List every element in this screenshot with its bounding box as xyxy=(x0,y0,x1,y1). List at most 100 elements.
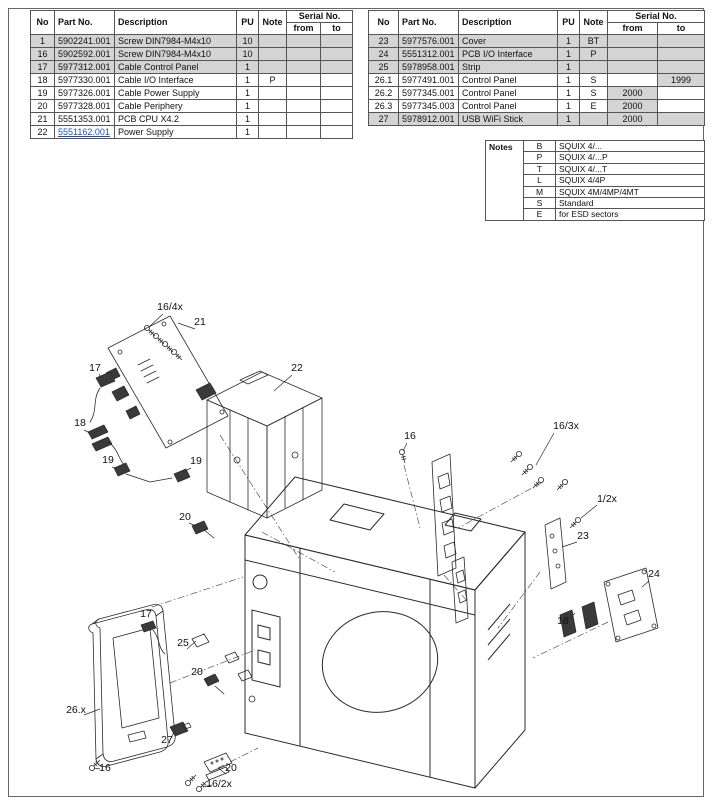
cell-serial-to xyxy=(319,125,354,139)
cell-serial-from xyxy=(607,47,658,61)
cell-serial-from xyxy=(286,60,321,74)
notes-title: Notes xyxy=(486,141,524,220)
col-header-serial-from: from xyxy=(607,22,658,35)
cell-description: Strip xyxy=(458,60,558,74)
col-header-description: Description xyxy=(114,10,237,35)
col-header-serial: Serial No. xyxy=(606,10,706,23)
media-roll-opening xyxy=(321,611,439,713)
callout-label: 19 xyxy=(102,454,114,466)
callout-label: 1/2x xyxy=(597,493,618,505)
callout-label: 18 xyxy=(74,417,86,429)
left-table-body: 1 5902241.001 Screw DIN7984-M4x10 10 16 … xyxy=(30,34,354,139)
page-border xyxy=(8,8,704,797)
cell-pu: 1 xyxy=(557,73,580,87)
note-code: S xyxy=(524,197,556,209)
cell-note: S xyxy=(579,73,608,87)
right-table-body: 23 5977576.001 Cover 1 BT 24 5551312.001… xyxy=(368,34,706,126)
cell-serial-to xyxy=(319,34,354,48)
cell-serial-from: 2000 xyxy=(607,99,658,113)
cell-no: 20 xyxy=(30,99,55,113)
cell-pu: 10 xyxy=(236,47,259,61)
cell-no: 24 xyxy=(368,47,399,61)
table-row: 26.3 5977345.003 Control Panel 1 E 2000 xyxy=(368,99,706,113)
cell-serial-to xyxy=(656,86,706,100)
notes-rows: B SQUIX 4/... P SQUIX 4/...P T SQUIX 4/.… xyxy=(524,141,704,220)
cell-no: 17 xyxy=(30,60,55,74)
cell-note xyxy=(258,112,287,126)
power-supply-cage xyxy=(206,370,323,519)
notes-table: Notes B SQUIX 4/... P SQUIX 4/...P T SQU… xyxy=(485,140,705,221)
cell-serial-from xyxy=(286,125,321,139)
table-row: 27 5978912.001 USB WiFi Stick 1 2000 xyxy=(368,112,706,126)
cell-part-number: 5902592.001 xyxy=(54,47,115,61)
note-description: SQUIX 4/...P xyxy=(559,152,608,163)
table-row: 20 5977328.001 Cable Periphery 1 xyxy=(30,99,354,113)
callout-leader-lines xyxy=(83,313,650,788)
cell-serial-to xyxy=(319,73,354,87)
callout-label: 20 xyxy=(179,511,191,523)
callout-label: 20 xyxy=(225,762,237,774)
col-header-part: Part No. xyxy=(54,10,115,35)
cell-pu: 1 xyxy=(236,86,259,100)
note-code: T xyxy=(524,163,556,175)
callout-label: 17 xyxy=(140,608,152,620)
cell-pu: 1 xyxy=(236,73,259,87)
callout-label: 18 xyxy=(557,615,569,627)
cell-pu: 1 xyxy=(557,86,580,100)
cell-serial-from xyxy=(286,99,321,113)
table-row: 26.1 5977491.001 Control Panel 1 S 1999 xyxy=(368,73,706,87)
cell-serial-to xyxy=(319,99,354,113)
cell-no: 25 xyxy=(368,60,399,74)
table-row: 24 5551312.001 PCB I/O Interface 1 P xyxy=(368,47,706,61)
note-code: P xyxy=(524,152,556,163)
col-header-serial-to: to xyxy=(656,22,706,35)
panel-recess xyxy=(251,609,281,688)
table-row: 1 5902241.001 Screw DIN7984-M4x10 10 xyxy=(30,34,354,48)
cell-note xyxy=(258,34,287,48)
right-parts-table: No Part No. Description PU Note Serial N… xyxy=(368,10,706,126)
cell-note xyxy=(579,60,608,74)
table-row: 18 5977330.001 Cable I/O Interface 1 P xyxy=(30,73,354,87)
cell-description: Cable Power Supply xyxy=(114,86,237,100)
io-strip xyxy=(431,453,469,624)
display-screen xyxy=(112,627,160,729)
callout-label: 16 xyxy=(99,762,111,774)
cell-serial-from xyxy=(286,112,321,126)
cell-description: Control Panel xyxy=(458,86,558,100)
knob xyxy=(252,574,268,590)
cable-power-supply-ferrites xyxy=(113,462,191,483)
exploded-view-diagram: 16/4x 21 17 18 19 19 20 22 16 16/3x 1/2x… xyxy=(66,301,660,794)
cell-pu: 1 xyxy=(557,60,580,74)
cell-no: 21 xyxy=(30,112,55,126)
cell-no: 26.1 xyxy=(368,73,399,87)
callout-label: 22 xyxy=(291,362,303,374)
cell-serial-to xyxy=(319,86,354,100)
note-description: Standard xyxy=(559,197,594,208)
cell-part-number: 5551353.001 xyxy=(54,112,115,126)
cell-serial-from xyxy=(286,34,321,48)
alignment-lines xyxy=(151,434,609,769)
table-row: 21 5551353.001 PCB CPU X4.2 1 xyxy=(30,112,354,126)
cell-serial-from: 2000 xyxy=(607,112,658,126)
cell-serial-to xyxy=(656,47,706,61)
notes-row: M SQUIX 4M/4MP/4MT xyxy=(524,185,704,197)
cell-description: Cover xyxy=(458,34,558,48)
cell-pu: 1 xyxy=(236,125,259,139)
cell-description: Control Panel xyxy=(458,99,558,113)
cell-no: 23 xyxy=(368,34,399,48)
cell-serial-to xyxy=(656,34,706,48)
cell-pu: 1 xyxy=(236,112,259,126)
cell-serial-to: 1999 xyxy=(656,73,706,87)
note-description: SQUIX 4/... xyxy=(559,141,602,151)
cell-part-number: 5977491.001 xyxy=(398,73,459,87)
cell-note: E xyxy=(579,99,608,113)
cell-description: PCB CPU X4.2 xyxy=(114,112,237,126)
cell-serial-to xyxy=(656,99,706,113)
cell-pu: 1 xyxy=(557,99,580,113)
cell-description: Screw DIN7984-M4x10 xyxy=(114,47,237,61)
note-code: E xyxy=(524,209,556,220)
note-code: M xyxy=(524,186,556,197)
cell-no: 27 xyxy=(368,112,399,126)
cell-note xyxy=(579,112,608,126)
cell-no: 19 xyxy=(30,86,55,100)
